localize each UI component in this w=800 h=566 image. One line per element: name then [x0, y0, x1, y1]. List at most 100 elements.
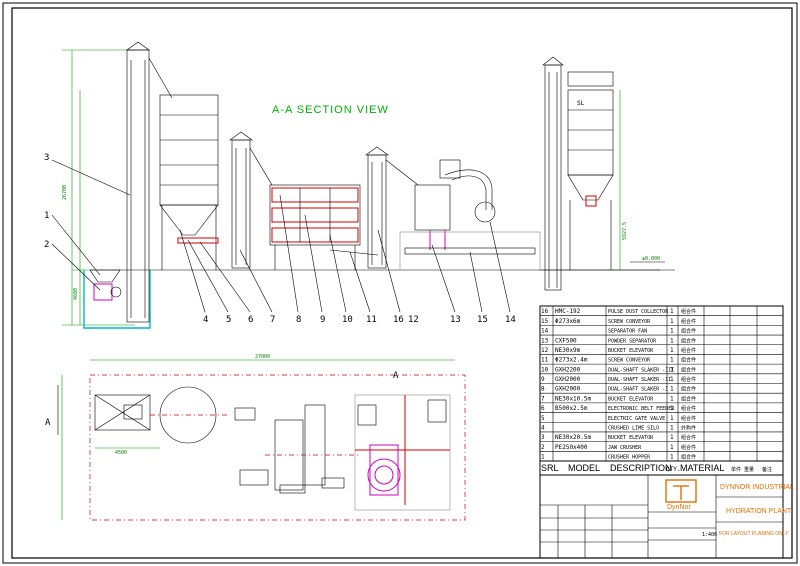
bom-cell-desc: DUAL-SHAFT SLAKER -I	[608, 387, 668, 393]
callout-1: 1	[44, 211, 49, 221]
bom-cell-mat: 组合件	[681, 444, 696, 451]
bom-cell-desc: SCREW CONVEYOR	[608, 358, 651, 364]
powder-separator	[414, 159, 496, 250]
svg-text:4500: 4500	[115, 450, 127, 456]
scale-value: 1:400	[702, 532, 717, 538]
section-marker-right: A	[393, 371, 399, 381]
bom-cell-mat: 组合件	[681, 415, 696, 422]
bucket-elevator-12	[367, 154, 387, 269]
bom-hdr-no: SRL	[541, 463, 559, 473]
inner-frame	[11, 7, 793, 559]
bucket-elevator-3	[126, 49, 150, 323]
pulse-dust-collector	[567, 71, 614, 270]
crusher-pit	[83, 270, 151, 329]
bom-cell-desc: POWDER SEPARATOR	[608, 338, 657, 344]
title-block: DynNor DYNNOR INDUSTRIAL HYDRATION PLANT…	[539, 474, 794, 559]
bom-cell-qty: 1	[670, 308, 674, 315]
bom-cell-mat: 组合件	[681, 328, 696, 335]
bom-hdr-qty: QTY.	[666, 466, 680, 473]
callout-4: 4	[203, 315, 208, 325]
bom-cell-model: CXF500	[555, 337, 577, 344]
bom-cell-desc: CRUSHER HOPPER	[608, 455, 651, 461]
callout-3: 3	[44, 153, 49, 163]
bom-hdr-remark: 备注	[762, 466, 772, 473]
company-logo	[665, 479, 697, 503]
bom-cell-qty: 1	[670, 366, 674, 373]
bucket-elevator-7	[231, 139, 251, 269]
bom-cell-mat: 组合件	[681, 405, 696, 412]
crushed-lime-silo	[159, 94, 219, 206]
bom-cell-qty: 1	[670, 376, 674, 383]
bom-hdr-mat: MATERIAL	[680, 463, 724, 473]
jaw-crusher	[93, 283, 113, 301]
crusher-hopper	[89, 269, 121, 283]
layout-note: FOR LAYOUT PLANING ONLY	[719, 531, 789, 537]
callout-11: 11	[366, 315, 377, 325]
bom-cell-qty: 1	[670, 415, 674, 422]
bom-cell-mat: 组合件	[681, 357, 696, 364]
callout-12: 12	[408, 315, 419, 325]
bom-hdr-weight: 单件 重量	[731, 466, 754, 473]
silo-plan	[159, 386, 217, 444]
logo-text: DynNor	[667, 504, 691, 511]
bom-cell-qty: 1	[670, 424, 674, 431]
bom-cell-model: NE30x9m	[555, 347, 581, 354]
bom-cell-no: 9	[541, 376, 545, 383]
bom-cell-desc: SCREW CONVEYOR	[608, 319, 651, 325]
bom-cell-qty: 1	[670, 405, 674, 412]
bom-cell-model: GXH2000	[555, 376, 581, 383]
bom-cell-desc: CRUSHED LIME SILO	[608, 425, 659, 431]
bom-cell-model: B500x2.5m	[555, 405, 588, 412]
bom-cell-desc: ELECTRIC GATE VALVE	[608, 416, 665, 422]
bom-cell-no: 14	[541, 328, 549, 335]
bom-cell-qty: 1	[670, 328, 674, 335]
bom-cell-no: 8	[541, 386, 545, 393]
drawing-name: HYDRATION PLANT	[726, 508, 792, 515]
bom-cell-no: 10	[541, 366, 549, 373]
bom-cell-mat: 组合件	[681, 318, 696, 325]
bom-cell-model: NE30x10.5m	[555, 395, 592, 402]
bom-cell-desc: PULSE DUST COLLECTOR	[608, 309, 669, 315]
bom-cell-no: 16	[541, 308, 549, 315]
bom-cell-mat: 组合件	[681, 366, 696, 373]
callout-5: 5	[226, 315, 231, 325]
bom-cell-model: Φ273x6m	[555, 318, 581, 325]
svg-text:27000: 27000	[255, 354, 270, 360]
bom-cell-mat: 组合件	[681, 454, 696, 461]
svg-text:4600: 4600	[73, 288, 79, 300]
bucket-elevator-right	[544, 64, 562, 291]
bom-cell-model: GXH2000	[555, 386, 581, 393]
bom-cell-no: 13	[541, 337, 549, 344]
bom-hdr-desc: DESCRIPTION	[610, 463, 672, 473]
bom-cell-no: 4	[541, 424, 545, 431]
callout-13: 13	[450, 315, 461, 325]
bom-cell-no: 5	[541, 415, 545, 422]
bom-cell-model: PE250x400	[555, 444, 588, 451]
bom-cell-mat: 组合件	[681, 434, 696, 441]
bom-cell-mat: 组合件	[681, 308, 696, 315]
bom-cell-desc: DUAL-SHAFT SLAKER -III	[608, 367, 674, 373]
bom-cell-model: NE30x20.5m	[555, 434, 592, 441]
bom-cell-no: 1	[541, 454, 545, 461]
bom-cell-desc: ELECTRONIC BELT FEEDER	[608, 406, 675, 412]
bom-cell-no: 11	[541, 357, 549, 364]
bom-cell-qty: 1	[670, 386, 674, 393]
bom-cell-desc: JAW CRUSHER	[608, 445, 642, 451]
bom-cell-no: 15	[541, 318, 549, 325]
callout-15: 15	[477, 315, 488, 325]
bom-cell-desc: SEPARATOR FAN	[608, 329, 647, 335]
bom-cell-model: Φ273x2.4m	[555, 357, 588, 364]
sl-label: SL	[577, 100, 585, 107]
callout-16: 16	[393, 315, 404, 325]
bom-cell-desc: BUCKET ELEVATOR	[608, 348, 654, 354]
bom-cell-qty: 1	[670, 318, 674, 325]
callout-7: 7	[270, 315, 275, 325]
bom-cell-mat: 组合件	[681, 376, 696, 383]
bom-cell-no: 2	[541, 444, 545, 451]
section-title: A-A SECTION VIEW	[272, 104, 389, 116]
bom-cell-qty: 1	[670, 395, 674, 402]
belt-feeder	[177, 237, 219, 244]
dual-shaft-slakers	[269, 184, 361, 270]
